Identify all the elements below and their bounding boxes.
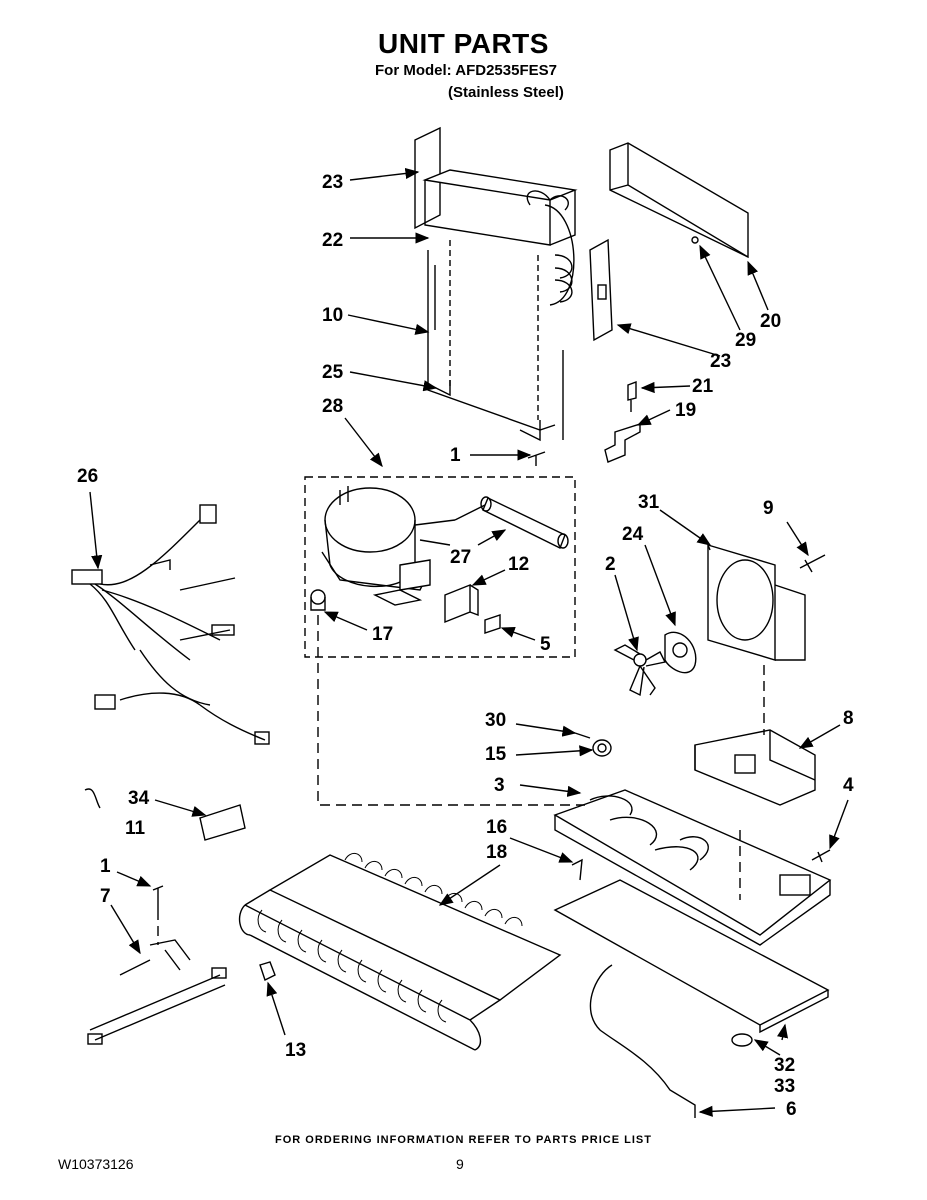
callout-28: 28 [322, 396, 343, 417]
clip-and-screw-drawing [604, 380, 641, 463]
callout-1-left: 1 [100, 856, 111, 877]
shroud-bracket-drawing [694, 729, 816, 806]
tray-foot-drawing [731, 1033, 753, 1047]
callout-34: 34 [128, 788, 150, 809]
connection-lines [157, 615, 765, 945]
condenser-clip-drawing [259, 961, 276, 981]
relay-drawing [444, 583, 501, 634]
callout-26: 26 [77, 466, 98, 487]
callout-20: 20 [760, 311, 781, 332]
drain-tube-drawing [589, 964, 696, 1118]
callout-24: 24 [622, 524, 644, 545]
callout-22: 22 [322, 230, 343, 251]
sensor-wire-drawing [84, 788, 101, 809]
callout-17: 17 [372, 624, 393, 645]
base-pan-drawing [553, 789, 832, 946]
callout-19: 19 [675, 400, 696, 421]
document-number: W10373126 [58, 1156, 134, 1172]
callout-16: 16 [486, 817, 507, 838]
callout-30: 30 [485, 710, 506, 731]
callout-4: 4 [843, 775, 854, 796]
callout-13: 13 [285, 1040, 306, 1061]
compressor-group-outline [304, 476, 576, 658]
compressor-screw-drawing [527, 451, 546, 466]
fan-motor-drawing [664, 631, 697, 674]
evaporator-bracket-right-drawing [589, 238, 613, 342]
compressor-drawing [310, 486, 456, 611]
callout-21: 21 [692, 376, 714, 397]
callout-23-right: 23 [710, 351, 731, 372]
callout-29: 29 [735, 330, 756, 351]
callout-6: 6 [786, 1099, 797, 1120]
housing-screw-drawing [799, 554, 826, 573]
wiring-harness-drawing [71, 504, 270, 745]
callout-2: 2 [605, 554, 616, 575]
tube-plug-drawing [574, 732, 591, 739]
callout-10: 10 [322, 305, 343, 326]
filter-drier-drawing [454, 496, 569, 549]
drip-tray-drawing [553, 879, 830, 1034]
callout-33: 33 [774, 1076, 795, 1097]
page-number: 9 [456, 1156, 464, 1172]
callout-1-top: 1 [450, 445, 461, 466]
fan-housing-drawing [707, 544, 806, 661]
callout-5: 5 [540, 634, 551, 655]
callout-7: 7 [100, 886, 111, 907]
harness-screw-drawing [152, 885, 164, 910]
fan-blade-drawing [613, 644, 667, 697]
fan-shroud-drawing [609, 142, 749, 259]
callout-11: 11 [125, 818, 146, 839]
callout-8: 8 [843, 708, 854, 729]
callout-3: 3 [494, 775, 505, 796]
callout-15: 15 [485, 744, 507, 765]
ground-wire-drawing [87, 939, 227, 1045]
callout-18: 18 [486, 842, 507, 863]
ordering-note: FOR ORDERING INFORMATION REFER TO PARTS … [275, 1134, 652, 1146]
callout-32: 32 [774, 1055, 795, 1076]
callout-31: 31 [638, 492, 660, 513]
callout-12: 12 [508, 554, 529, 575]
evaporator-coil-drawing [414, 126, 578, 442]
finish-line: (Stainless Steel) [448, 84, 564, 101]
grommet-drawing [592, 739, 612, 757]
drain-screw-drawing [571, 858, 583, 881]
callout-9: 9 [763, 498, 774, 519]
pan-screw-drawing [811, 849, 831, 863]
callout-25: 25 [322, 362, 344, 383]
callout-27: 27 [450, 547, 471, 568]
callout-23-top: 23 [322, 172, 343, 193]
model-line: For Model: AFD2535FES7 [375, 62, 557, 79]
label-drawing [199, 804, 246, 841]
page-title: UNIT PARTS [378, 28, 549, 59]
condenser-drawing [238, 853, 562, 1051]
